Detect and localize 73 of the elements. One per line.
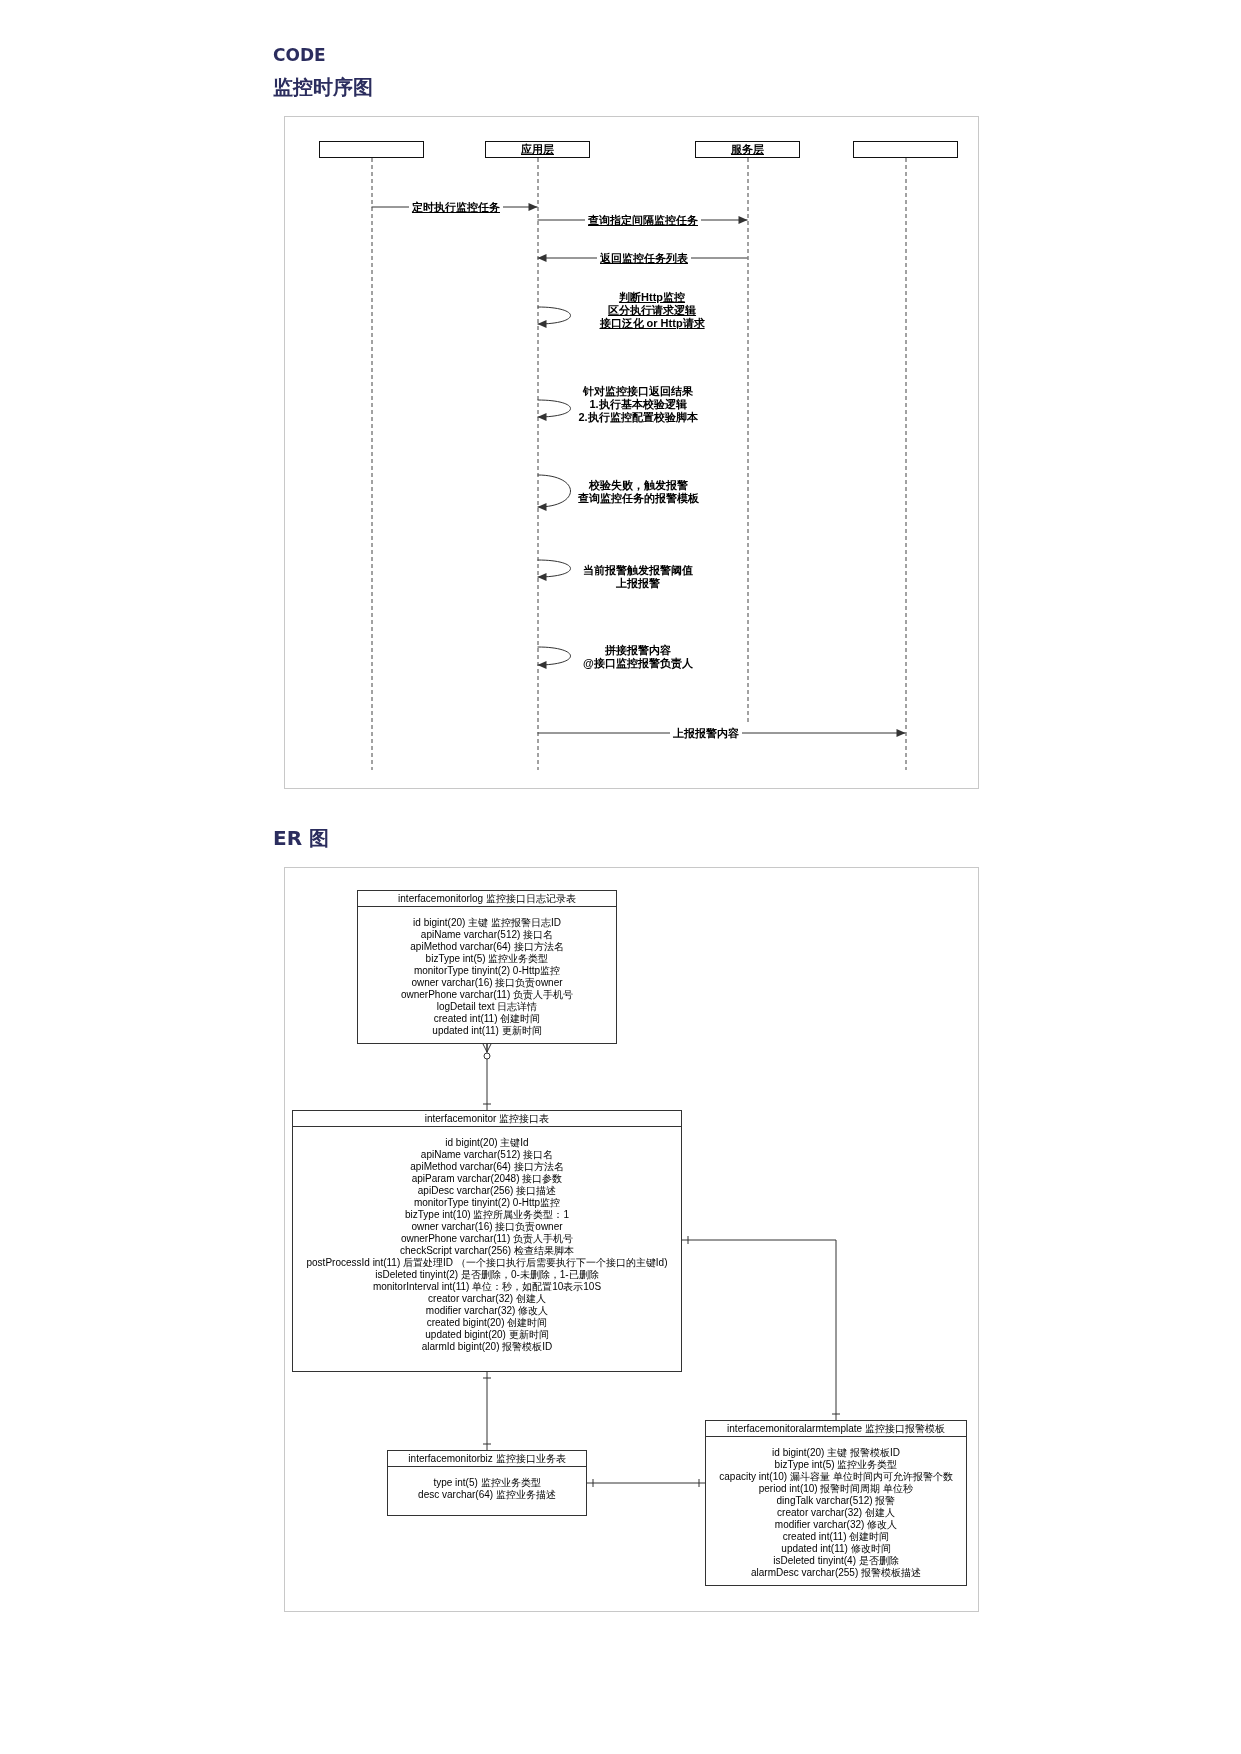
column-definition: creator varchar(32) 创建人	[777, 1507, 895, 1519]
section-heading: 监控时序图	[273, 75, 373, 99]
column-definition: apiMethod varchar(64) 接口方法名	[410, 941, 564, 953]
column-definition: alarmId bigint(20) 报警模板ID	[421, 1341, 553, 1353]
column-definition: id bigint(20) 主键Id	[445, 1137, 529, 1149]
column-definition: alarmDesc varchar(255) 报警模板描述	[750, 1567, 921, 1579]
participant-header: 服务层	[695, 141, 800, 158]
column-definition: monitorType tinyint(2) 0-Http监控	[413, 1197, 561, 1209]
column-definition: bizType int(5) 监控业务类型	[425, 953, 549, 965]
table-title: interfacemonitor 监控接口表	[424, 1112, 550, 1126]
column-definition: postProcessId int(11) 后置处理ID （一个接口执行后需要执行下一个接口的主键Id)	[306, 1257, 668, 1269]
column-definition: ownerPhone varchar(11) 负责人手机号	[400, 1233, 574, 1245]
column-definition: creator varchar(32) 创建人	[428, 1293, 546, 1305]
column-definition: period int(10) 报警时间周期 单位秒	[758, 1483, 914, 1495]
column-definition: ownerPhone varchar(11) 负责人手机号	[400, 989, 574, 1001]
column-definition: type int(5) 监控业务类型	[433, 1477, 541, 1489]
message-label: 当前报警触发报警阈值上报报警	[583, 564, 693, 590]
entity-table	[387, 1450, 587, 1516]
message-label: 针对监控接口返回结果1.执行基本校验逻辑2.执行监控配置校验脚本	[578, 385, 698, 424]
column-definition: updated int(11) 更新时间	[432, 1025, 542, 1037]
column-definition: apiMethod varchar(64) 接口方法名	[410, 1161, 564, 1173]
column-definition: monitorType tinyint(2) 0-Http监控	[413, 965, 561, 977]
column-definition: created int(11) 创建时间	[782, 1531, 890, 1543]
table-title: interfacemonitoralarmtemplate 监控接口报警模板	[727, 1422, 945, 1436]
column-definition: owner varchar(16) 接口负责owner	[411, 1221, 563, 1233]
table-title: interfacemonitorbiz 监控接口业务表	[408, 1452, 566, 1466]
relationship-line	[482, 1371, 492, 1451]
column-definition: desc varchar(64) 监控业务描述	[418, 1489, 556, 1501]
column-definition: isDeleted tinyint(4) 是否删除	[773, 1555, 899, 1567]
message-label: 定时执行监控任务	[409, 200, 503, 214]
column-definition: dingTalk varchar(512) 报警	[776, 1495, 896, 1507]
message-label: 上报报警内容	[670, 726, 742, 740]
message-label: 返回监控任务列表	[597, 251, 691, 265]
section-heading: ER 图	[273, 826, 330, 850]
column-definition: logDetail text 日志详情	[436, 1001, 538, 1013]
column-definition: monitorInterval int(11) 单位：秒，如配置10表示10S	[372, 1281, 602, 1293]
column-definition: updated int(11) 修改时间	[781, 1543, 891, 1555]
message-label: 查询指定间隔监控任务	[585, 213, 701, 227]
column-definition: capacity int(10) 漏斗容量 单位时间内可允许报警个数	[719, 1471, 953, 1483]
column-definition: id bigint(20) 主键 监控报警日志ID	[413, 917, 561, 929]
column-definition: created bigint(20) 创建时间	[426, 1317, 548, 1329]
column-definition: apiName varchar(512) 接口名	[420, 1149, 554, 1161]
relationship-line	[586, 1478, 706, 1488]
table-title: interfacemonitorlog 监控接口日志记录表	[398, 892, 576, 906]
self-message-arrow	[537, 399, 571, 421]
entity-table	[705, 1420, 967, 1586]
message-arrow	[537, 729, 906, 737]
column-definition: bizType int(5) 监控业务类型	[774, 1459, 898, 1471]
self-message-arrow	[537, 306, 571, 328]
entity-table	[292, 1110, 682, 1372]
self-message-arrow	[537, 559, 571, 581]
column-definition: modifier varchar(32) 修改人	[425, 1305, 549, 1317]
column-definition: updated bigint(20) 更新时间	[425, 1329, 549, 1341]
column-definition: checkScript varchar(256) 检查结果脚本	[400, 1245, 574, 1257]
message-label: 校验失败，触发报警查询监控任务的报警模板	[577, 479, 699, 505]
self-message-arrow	[537, 646, 571, 669]
column-definition: isDeleted tinyint(2) 是否删除，0-未删除，1-已删除	[375, 1269, 599, 1281]
column-definition: apiName varchar(512) 接口名	[420, 929, 554, 941]
message-label: 判断Http监控区分执行请求逻辑接口泛化 or Http请求	[599, 291, 705, 330]
participant-header: 应用层	[485, 141, 590, 158]
relationship-line	[482, 1043, 492, 1111]
column-definition: apiDesc varchar(256) 接口描述	[417, 1185, 557, 1197]
column-definition: created int(11) 创建时间	[433, 1013, 541, 1025]
message-label: 拼接报警内容@接口监控报警负责人	[583, 644, 693, 670]
page-title: CODE	[273, 45, 326, 66]
column-definition: apiParam varchar(2048) 接口参数	[411, 1173, 563, 1185]
column-definition: owner varchar(16) 接口负责owner	[411, 977, 563, 989]
self-message-arrow	[537, 474, 571, 511]
entity-table	[357, 890, 617, 1044]
relationship-line	[681, 1235, 841, 1421]
column-definition: id bigint(20) 主键 报警模板ID	[772, 1447, 900, 1459]
column-definition: modifier varchar(32) 修改人	[774, 1519, 898, 1531]
column-definition: bizType int(10) 监控所属业务类型：1	[405, 1209, 569, 1221]
